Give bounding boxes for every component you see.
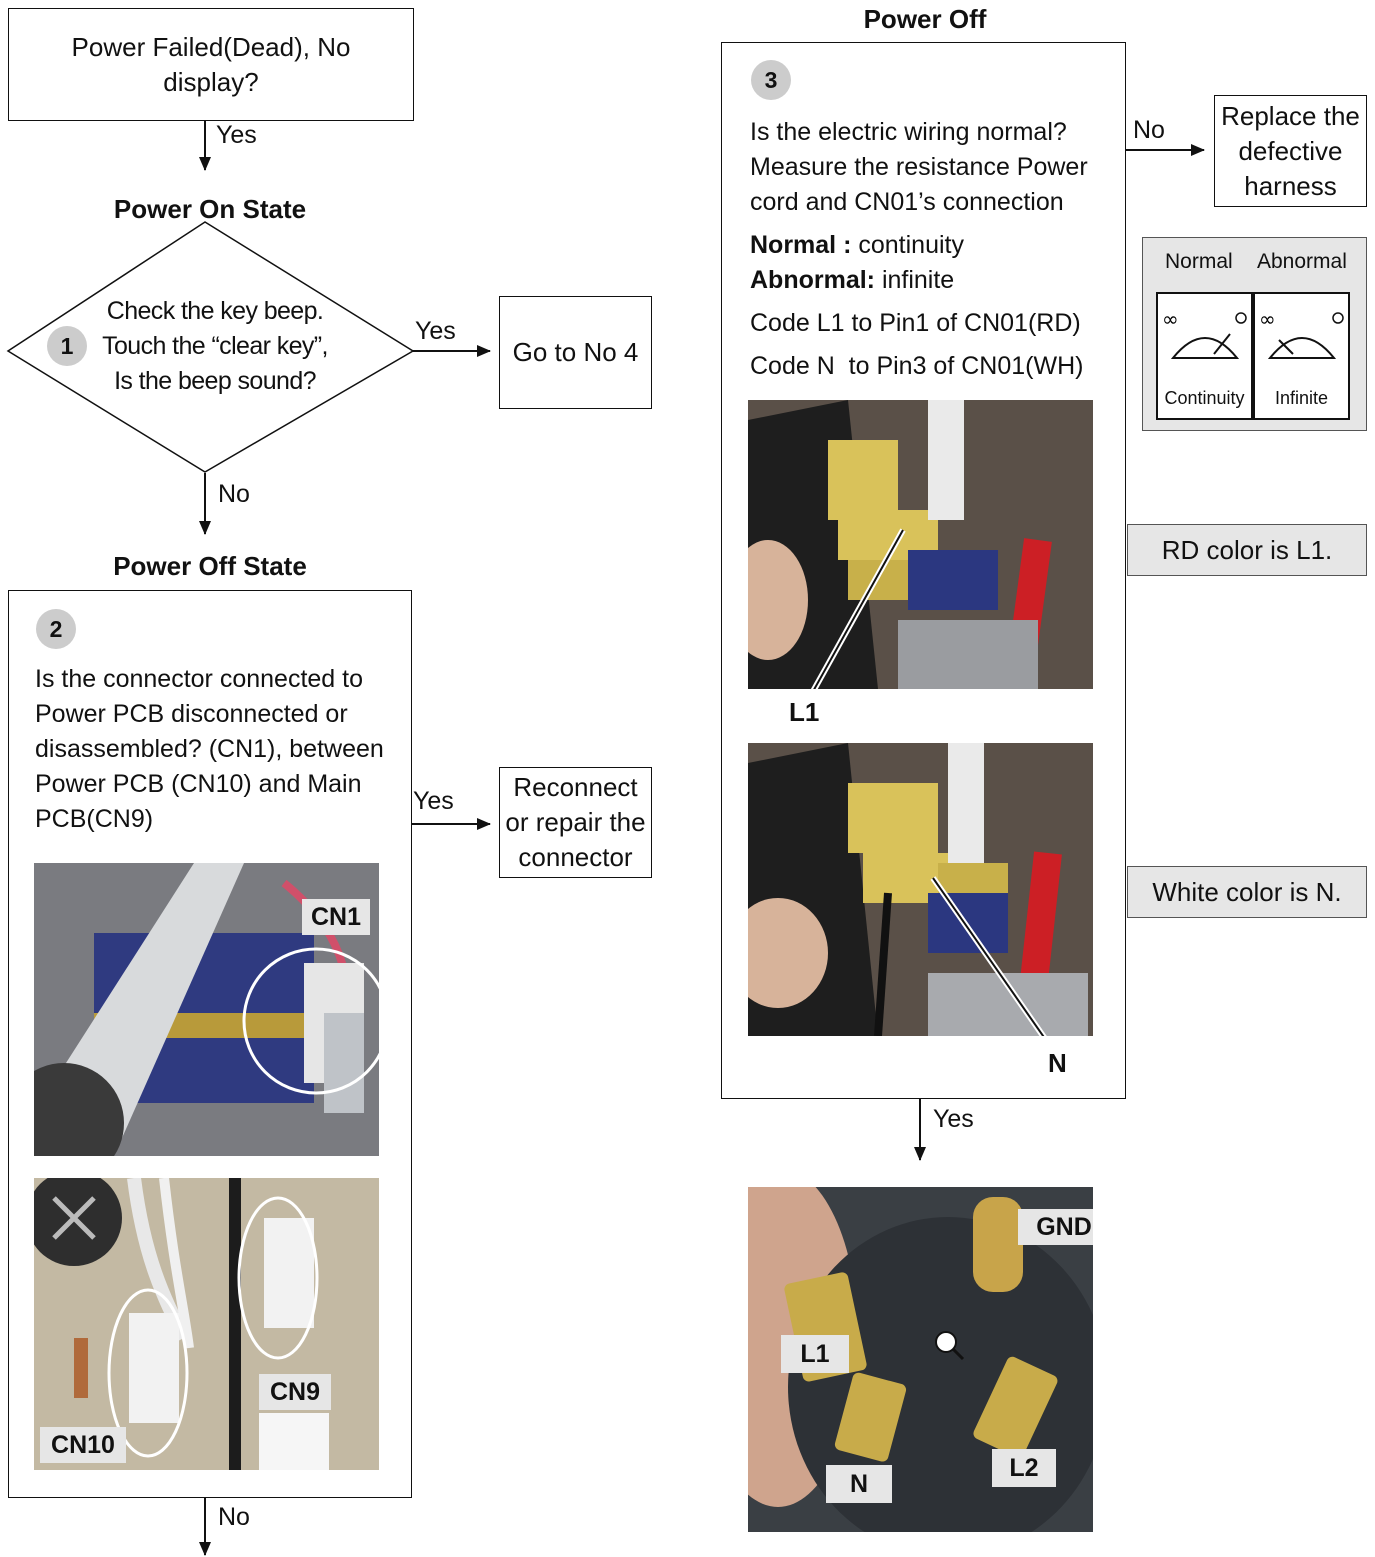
photo-plug-l1 (748, 400, 1093, 689)
tag-l2: L2 (992, 1449, 1056, 1487)
photo-plug-l1-illustration (748, 400, 1093, 689)
rd-color-note: RD color is L1. (1127, 524, 1367, 576)
yes-label: Yes (933, 1105, 974, 1133)
step1-line2: Touch the “clear key”, (102, 332, 328, 360)
meter-gauge-continuity-icon: ∞ (1162, 307, 1247, 359)
start-box-text: Power Failed(Dead), No display? (71, 31, 351, 97)
code-n-text: Code N to Pin3 of CN01(WH) (750, 352, 1084, 380)
meter-infinite-label: Infinite (1274, 388, 1329, 408)
tag-l1: L1 (781, 1335, 849, 1373)
yes-label: Yes (415, 317, 456, 345)
white-color-note: White color is N. (1127, 866, 1367, 918)
photo-cn1-illustration (34, 863, 379, 1156)
replace-harness-text: Replace the defective harness (1221, 100, 1360, 201)
step-badge-2: 2 (36, 609, 76, 649)
goto-no4-text: Go to No 4 (512, 337, 639, 367)
meter-infinite: ∞ Infinite (1253, 292, 1350, 420)
tag-n: N (826, 1465, 892, 1503)
normal-value: continuity (851, 231, 964, 259)
step3-normal-line: Normal : continuity (750, 228, 964, 263)
step3-abnormal-line: Abnormal: infinite (750, 263, 954, 298)
meter-diagram: Normal Abnormal ∞ Continuity ∞ Infinite (1142, 237, 1367, 431)
step1-line1: Check the key beep. (106, 297, 324, 325)
svg-text:∞: ∞ (1162, 307, 1179, 331)
normal-label: Normal : (750, 231, 852, 259)
meter-normal-label: Normal (1165, 250, 1233, 273)
step2-text: Is the connector connected to Power PCB … (35, 665, 384, 833)
reconnect-box: Reconnect or repair the connector (499, 767, 652, 878)
label-l1: L1 (789, 697, 820, 727)
photo-plug-face: GND L1 N L2 (748, 1187, 1093, 1532)
power-on-state-title: Power On State (113, 194, 307, 224)
meter-abnormal-label: Abnormal (1257, 250, 1347, 273)
power-off-title: Power Off (863, 4, 987, 34)
tag-cn9: CN9 (259, 1374, 331, 1410)
photo-pcb-illustration (34, 1178, 379, 1470)
power-off-state-title: Power Off State (113, 551, 307, 581)
replace-harness-box: Replace the defective harness (1214, 95, 1367, 207)
abnormal-value: infinite (875, 266, 955, 294)
code-l1-text: Code L1 to Pin1 of CN01(RD) (750, 309, 1081, 337)
step3-question: Is the electric wiring normal? Measure t… (750, 118, 1088, 216)
reconnect-text: Reconnect or repair the connector (505, 772, 646, 872)
white-color-note-text: White color is N. (1152, 876, 1342, 907)
step1-line3: Is the beep sound? (114, 367, 316, 395)
tag-cn10: CN10 (40, 1427, 126, 1463)
tag-cn1: CN1 (302, 899, 370, 935)
photo-plug-n (748, 743, 1093, 1036)
photo-plug-n-illustration (748, 743, 1093, 1036)
meter-continuity: ∞ Continuity (1156, 292, 1253, 420)
decision-diamond (6, 221, 415, 473)
no-label: No (1133, 116, 1165, 144)
no-label: No (218, 480, 250, 508)
no-label: No (218, 1503, 250, 1531)
meter-continuity-label: Continuity (1164, 388, 1245, 408)
tag-gnd: GND (1018, 1209, 1093, 1245)
abnormal-label: Abnormal: (750, 266, 875, 294)
photo-cn1: CN1 (34, 863, 379, 1156)
photo-cn9-cn10: CN9 CN10 (34, 1178, 379, 1470)
step-badge-3: 3 (751, 60, 791, 100)
start-box: Power Failed(Dead), No display? (8, 8, 414, 121)
meter-gauge-infinite-icon: ∞ (1259, 307, 1344, 359)
rd-color-note-text: RD color is L1. (1161, 534, 1333, 565)
step-badge-1: 1 (47, 326, 87, 366)
yes-label: Yes (413, 787, 454, 815)
label-n: N (1048, 1048, 1067, 1078)
step1-text: Check the key beep. Touch the “clear key… (90, 294, 340, 399)
svg-text:∞: ∞ (1259, 307, 1276, 331)
goto-no4-box: Go to No 4 (499, 296, 652, 409)
yes-label: Yes (216, 121, 257, 149)
